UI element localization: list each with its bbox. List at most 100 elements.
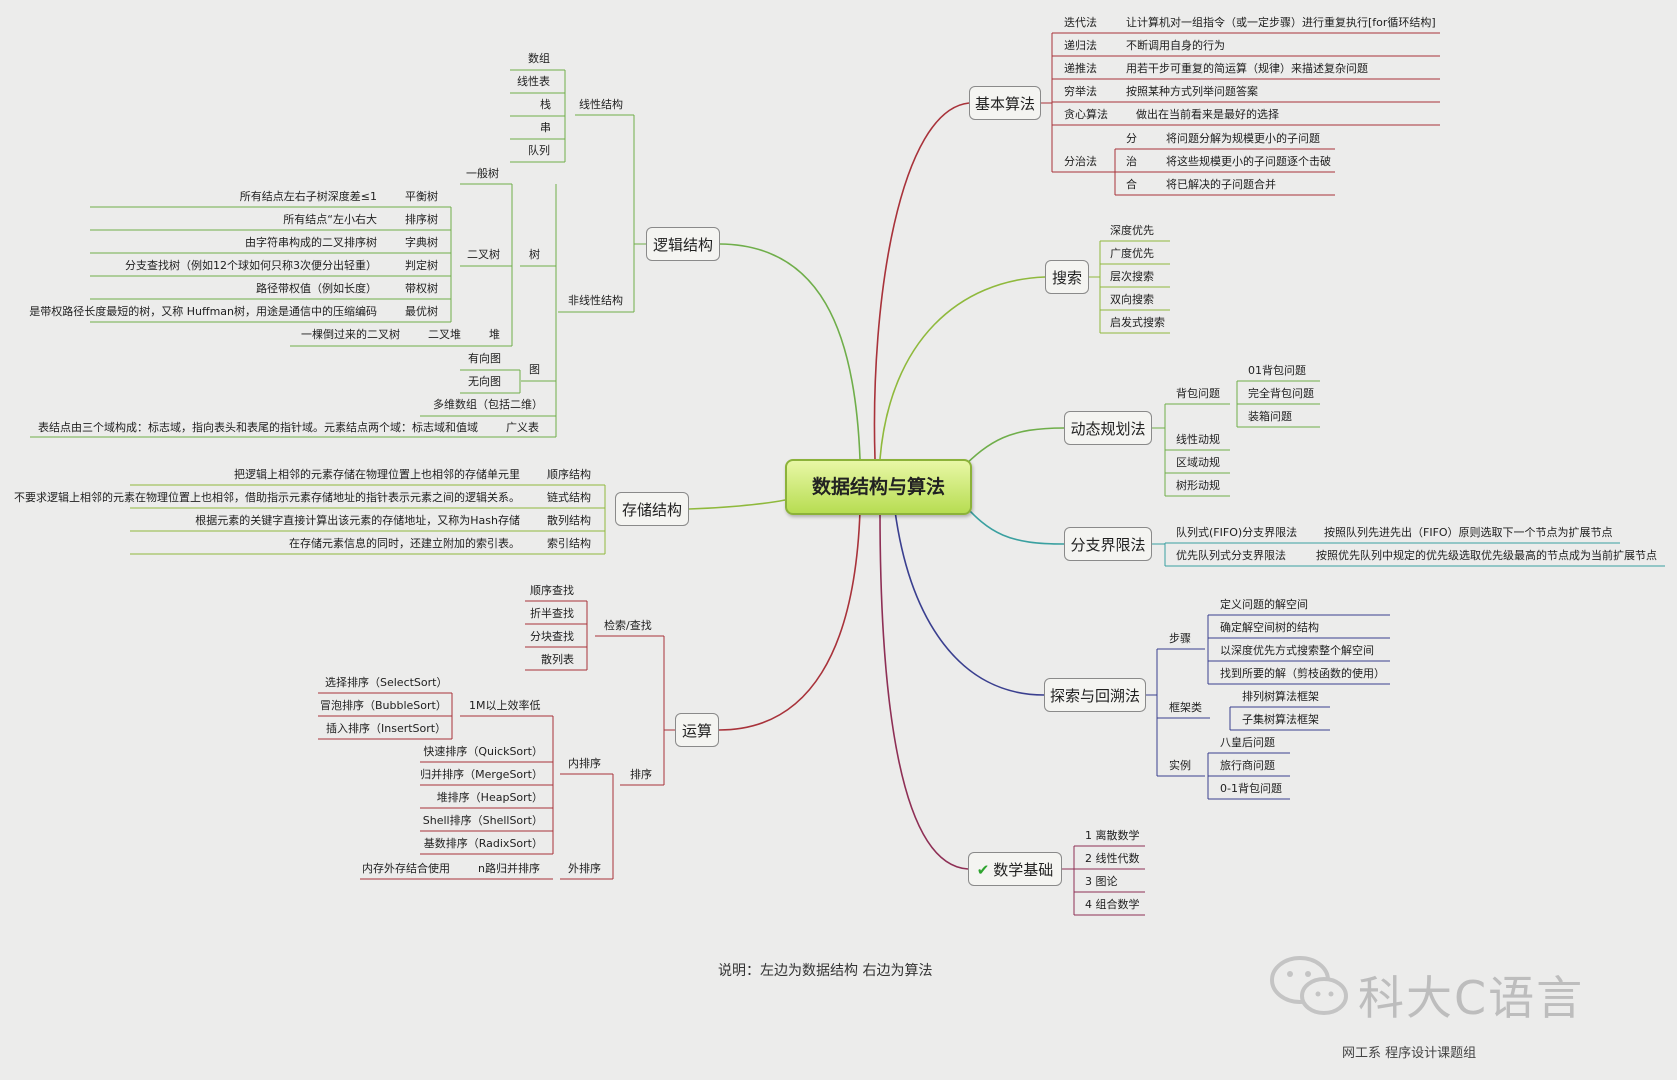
algo-name: 迭代法 (1064, 16, 1097, 29)
search-strategy: 深度优先 (1110, 224, 1154, 237)
main-branch-backtrack (894, 510, 1045, 696)
binary-tree-label: 二叉树 (467, 248, 500, 261)
bb-desc: 按照优先队列中规定的优先级选取优先级最高的节点成为当前扩展节点 (1316, 549, 1657, 562)
graph-label: 图 (529, 363, 540, 376)
search-group-label: 检索/查找 (604, 619, 652, 632)
framework-item: 排列树算法框架 (1242, 690, 1319, 703)
generalized-list-desc: 表结点由三个域构成：标志域，指向表头和表尾的指针域。元素结点两个域：标志域和值域 (38, 421, 478, 434)
divide-conquer-label: 分治法 (1064, 155, 1097, 168)
search-strategy: 双向搜索 (1110, 293, 1154, 306)
binary-tree-desc: 由字符串构成的二叉排序树 (245, 236, 377, 249)
topic-branch-and-bound[interactable]: 分支界限法 (1064, 527, 1152, 561)
sort-label: 排序 (630, 768, 652, 781)
knapsack-label: 背包问题 (1176, 387, 1220, 400)
linear-structure-label: 线性结构 (579, 98, 623, 111)
topic-storage-structure[interactable]: 存储结构 (615, 492, 689, 526)
dc-desc: 将这些规模更小的子问题逐个击破 (1166, 155, 1331, 168)
binary-tree-type: 平衡树 (405, 190, 438, 203)
knapsack-item: 装箱问题 (1248, 410, 1292, 423)
multi-array-label: 多维数组（包括二维） (433, 398, 543, 411)
topic-logic-structure[interactable]: 逻辑结构 (646, 227, 720, 261)
binary-tree-type: 带权树 (405, 282, 438, 295)
storage-desc: 不要求逻辑上相邻的元素在物理位置上也相邻，借助指示元素存储地址的指针表示元素之间… (14, 491, 520, 504)
math-item: 2 线性代数 (1085, 852, 1140, 865)
algo-desc: 用若干步可重复的简运算（规律）来描述复杂问题 (1126, 62, 1368, 75)
binary-tree-type: 判定树 (405, 259, 438, 272)
step-item: 定义问题的解空间 (1220, 598, 1308, 611)
dp-type: 区域动规 (1176, 456, 1220, 469)
framework-label: 框架类 (1169, 701, 1202, 714)
sort-method: Shell排序（ShellSort） (422, 814, 543, 827)
sort-method: 快速排序（QuickSort） (423, 745, 543, 758)
search-strategy: 启发式搜索 (1110, 316, 1165, 329)
algo-name: 递推法 (1064, 62, 1097, 75)
topic-dynamic-programming[interactable]: 动态规划法 (1064, 411, 1152, 445)
binary-tree-desc: 分支查找树（例如12个球如何只称3次便分出轻重） (125, 259, 377, 272)
binary-tree-desc: 路径带权值（例如长度） (256, 282, 377, 295)
nonlinear-structure-label: 非线性结构 (568, 294, 623, 307)
main-branch-math (879, 510, 969, 870)
binary-tree-desc: 所有结点“左小右大 (283, 213, 377, 226)
linear-item: 数组 (528, 52, 550, 65)
graph-item: 有向图 (468, 352, 501, 365)
examples-label: 实例 (1169, 759, 1191, 772)
search-strategy: 层次搜索 (1110, 270, 1154, 283)
topic-basic-algorithms[interactable]: 基本算法 (969, 86, 1041, 120)
watermark-text: 科大C语言 (1358, 971, 1585, 1025)
sort-method: 归并排序（MergeSort） (420, 768, 543, 781)
dp-type: 树形动规 (1176, 479, 1220, 492)
dc-desc: 将问题分解为规模更小的子问题 (1166, 132, 1320, 145)
math-item: 4 组合数学 (1085, 898, 1140, 911)
main-branch-logic (719, 243, 861, 460)
main-branch-bb (959, 499, 1065, 545)
example-item: 八皇后问题 (1220, 736, 1275, 749)
algo-desc: 让计算机对一组指令（或一定步骤）进行重复执行[for循环结构] (1126, 16, 1436, 29)
storage-desc: 在存储元素信息的同时，还建立附加的索引表。 (289, 537, 520, 550)
example-item: 0-1背包问题 (1220, 782, 1282, 795)
external-sort-desc: 内存外存结合使用 (362, 862, 450, 875)
topic-math-foundation[interactable]: ✔数学基础 (968, 852, 1062, 886)
dc-desc: 将已解决的子问题合并 (1166, 178, 1276, 191)
main-branch-search (879, 276, 1046, 460)
topic-search[interactable]: 搜索 (1045, 260, 1089, 294)
tree-label: 树 (529, 248, 540, 261)
math-item: 3 图论 (1085, 875, 1118, 888)
math-item: 1 离散数学 (1085, 829, 1140, 842)
step-item: 确定解空间树的结构 (1220, 621, 1319, 634)
sort-method: 冒泡排序（BubbleSort） (320, 699, 447, 712)
search-method: 折半查找 (530, 607, 574, 620)
watermark-subtitle: 网工系 程序设计课题组 (1342, 1046, 1477, 1061)
binary-tree-type: 排序树 (405, 213, 438, 226)
dc-step: 治 (1126, 155, 1137, 168)
internal-sort-label: 内排序 (568, 757, 601, 770)
linear-item: 线性表 (517, 75, 550, 88)
steps-label: 步骤 (1169, 632, 1191, 645)
storage-desc: 把逻辑上相邻的元素存储在物理位置上也相邻的存储单元里 (234, 468, 520, 481)
external-sort-sub: n路归并排序 (478, 862, 540, 875)
external-sort-label: 外排序 (568, 862, 601, 875)
binary-heap-label: 二叉堆 (428, 328, 461, 341)
heap-label: 堆 (489, 328, 500, 341)
storage-type: 顺序结构 (547, 468, 591, 481)
sort-method: 堆排序（HeapSort） (436, 791, 543, 804)
main-branch-basic (873, 102, 970, 460)
search-strategy: 广度优先 (1110, 247, 1154, 260)
bb-method: 优先队列式分支界限法 (1176, 549, 1286, 562)
search-method: 散列表 (541, 653, 574, 666)
check-icon: ✔ (976, 861, 990, 879)
binary-tree-desc: 所有结点左右子树深度差≤1 (239, 190, 377, 203)
main-branch-storage (688, 499, 786, 510)
topic-backtracking[interactable]: 探索与回溯法 (1044, 678, 1146, 712)
linear-item: 串 (540, 121, 551, 134)
dp-type: 线性动规 (1176, 433, 1220, 446)
topic-operations[interactable]: 运算 (675, 713, 719, 747)
central-topic[interactable]: 数据结构与算法 (785, 459, 972, 515)
algo-name: 贪心算法 (1064, 108, 1108, 121)
sort-method: 插入排序（InsertSort） (326, 722, 447, 735)
knapsack-item: 完全背包问题 (1248, 387, 1314, 400)
knapsack-item: 01背包问题 (1248, 364, 1306, 377)
dc-step: 分 (1126, 132, 1137, 145)
wechat-icon (1270, 956, 1348, 1015)
